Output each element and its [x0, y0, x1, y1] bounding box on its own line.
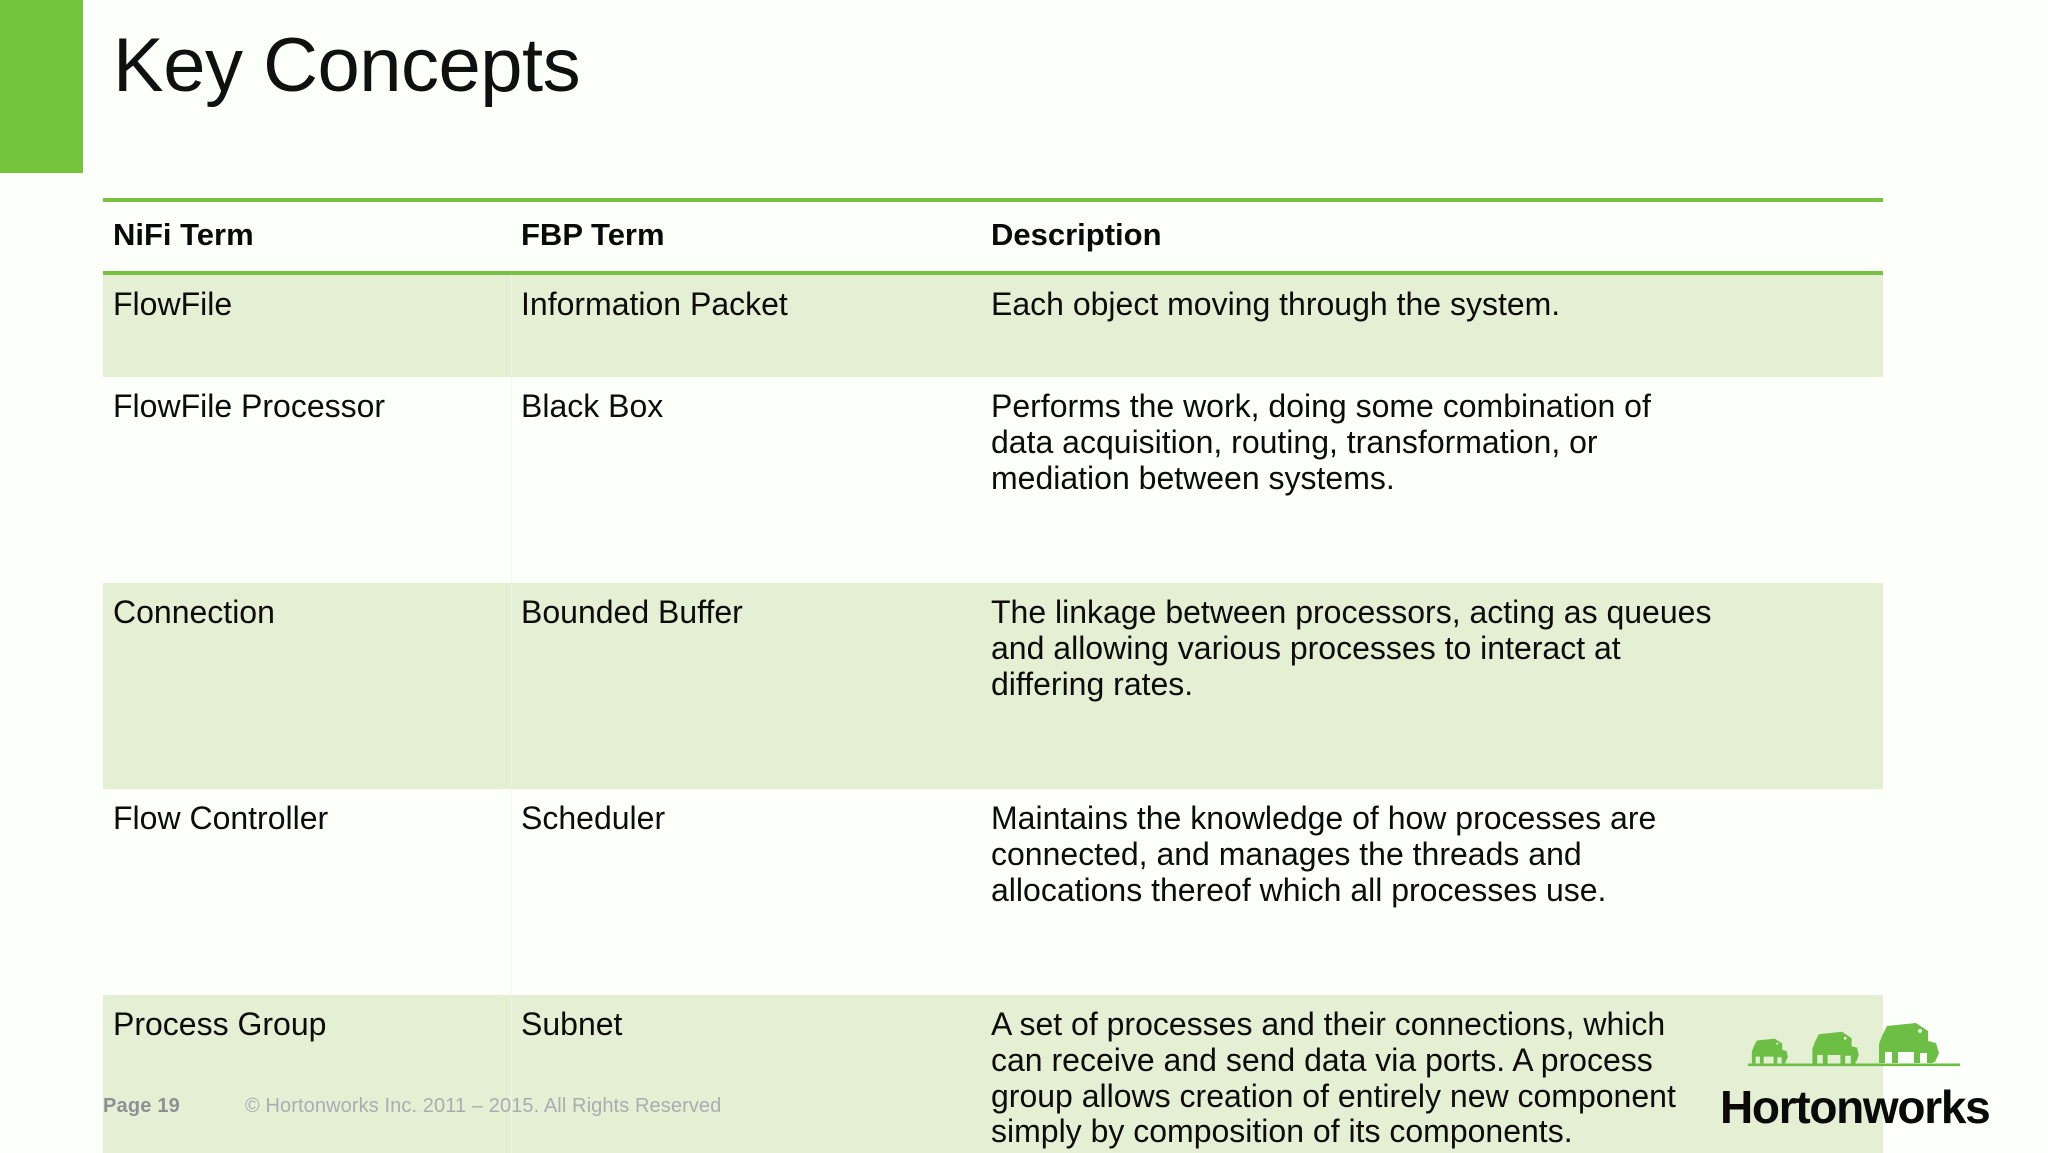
- description-line: The linkage between processors, acting a…: [991, 594, 1712, 630]
- column-header-fbp-term: FBP Term: [511, 200, 981, 273]
- cell-fbp-term: Scheduler: [511, 789, 981, 995]
- footer-copyright: © Hortonworks Inc. 2011 – 2015. All Righ…: [245, 1095, 722, 1117]
- cell-nifi-term: FlowFile: [103, 273, 511, 377]
- cell-nifi-term: Process Group: [103, 995, 511, 1153]
- cell-fbp-term: Black Box: [511, 377, 981, 583]
- description-line: can receive and send data via ports. A p…: [991, 1041, 1653, 1078]
- three-elephants-icon: [1748, 1023, 1960, 1067]
- cell-fbp-term: Information Packet: [511, 273, 981, 377]
- logo-wordmark: Hortonworks: [1720, 1081, 1991, 1133]
- table-body: FlowFile Information Packet Each object …: [103, 273, 1883, 1153]
- description-line: allocations thereof which all processes …: [991, 871, 1607, 908]
- table-row: FlowFile Processor Black Box Performs th…: [103, 377, 1883, 583]
- table-row: Connection Bounded Buffer The linkage be…: [103, 583, 1883, 789]
- description-line: Maintains the knowledge of how processes…: [991, 800, 1657, 836]
- cell-description: Each object moving through the system.: [981, 273, 1883, 377]
- cell-fbp-term: Subnet: [511, 995, 981, 1153]
- cell-description: A set of processes and their connections…: [981, 995, 1883, 1153]
- description-line: Each object moving through the system.: [991, 286, 1561, 322]
- description-line: A set of processes and their connections…: [991, 1006, 1666, 1042]
- description-line: Performs the work, doing some combinatio…: [991, 388, 1651, 424]
- cell-description: Maintains the knowledge of how processes…: [981, 789, 1883, 995]
- cell-description: Performs the work, doing some combinatio…: [981, 377, 1883, 583]
- table-row: FlowFile Information Packet Each object …: [103, 273, 1883, 377]
- cell-fbp-term: Bounded Buffer: [511, 583, 981, 789]
- page-title: Key Concepts: [113, 23, 581, 108]
- table-header-row: NiFi Term FBP Term Description: [103, 200, 1883, 273]
- table-header: NiFi Term FBP Term Description: [103, 200, 1883, 273]
- cell-nifi-term: Connection: [103, 583, 511, 789]
- column-header-nifi-term: NiFi Term: [103, 200, 511, 273]
- cell-nifi-term: FlowFile Processor: [103, 377, 511, 583]
- footer-page-number: Page 19: [103, 1095, 181, 1117]
- description-line: data acquisition, routing, transformatio…: [991, 423, 1598, 460]
- key-concepts-table: NiFi Term FBP Term Description FlowFile …: [103, 198, 1883, 1153]
- description-line: connected, and manages the threads and: [991, 835, 1582, 872]
- cell-description: The linkage between processors, acting a…: [981, 583, 1883, 789]
- hortonworks-logo: Hortonworks: [1720, 1022, 1991, 1140]
- cell-nifi-term: Flow Controller: [103, 789, 511, 995]
- title-accent-bar: [0, 0, 83, 173]
- table-row: Process Group Subnet A set of processes …: [103, 995, 1883, 1153]
- description-line: group allows creation of entirely new co…: [991, 1077, 1676, 1114]
- description-line: mediation between systems.: [991, 459, 1395, 496]
- table-row: Flow Controller Scheduler Maintains the …: [103, 789, 1883, 995]
- description-line: simply by composition of its components.: [991, 1113, 1573, 1150]
- description-line: and allowing various processes to intera…: [991, 629, 1621, 666]
- column-header-description: Description: [981, 200, 1883, 273]
- description-line: differing rates.: [991, 665, 1194, 702]
